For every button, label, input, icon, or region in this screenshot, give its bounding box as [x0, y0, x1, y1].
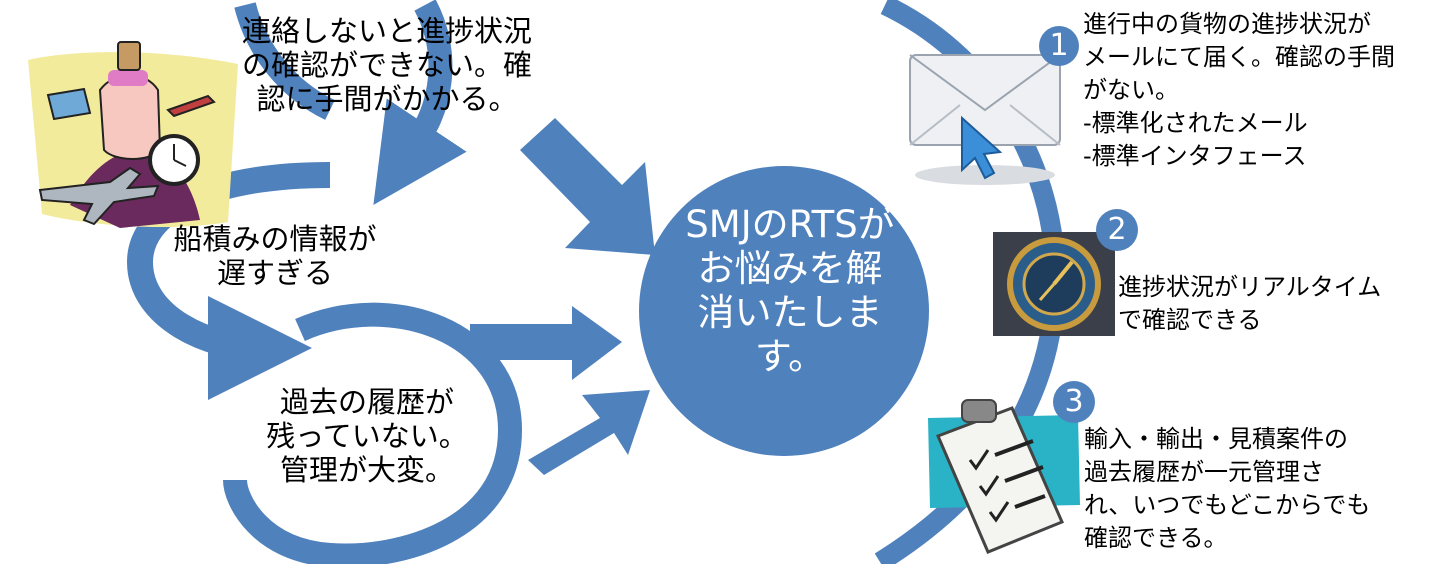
solution-3-line-4: 確認できる。 [1084, 524, 1228, 552]
hub-line-1: SMJのRTSが [685, 203, 895, 246]
solution-3-text: 輸入・輸出・見積案件の 過去履歴が一元管理さ れ、いつでもどこからでも 確認でき… [1084, 423, 1370, 555]
block-arrow-top [520, 118, 655, 255]
hub-line-4: す。 [754, 335, 826, 378]
solution-3-number: 3 [1064, 384, 1084, 419]
cycle-arrow-bottom [223, 302, 523, 564]
hub-line-2: お悩みを解 [697, 247, 883, 290]
solution-1-line-3: がない。 [1083, 76, 1179, 104]
hub-circle [639, 166, 929, 456]
solution-3-line-2: 過去履歴が一元管理さ [1084, 458, 1324, 486]
solution-2-text: 進捗状況がリアルタイム で確認できる [1118, 271, 1381, 337]
solution-1-number: 1 [1049, 28, 1069, 63]
problem-2-line-1: 船積みの情報が [173, 222, 377, 256]
solution-3-line-1: 輸入・輸出・見積案件の [1084, 425, 1348, 453]
mail-icon [909, 54, 1061, 185]
solution-3-line-3: れ、いつでもどこからでも [1084, 491, 1371, 519]
badge-1-circle [1039, 26, 1079, 66]
hub-text: SMJのRTSが お悩みを解 消いたしま す。 [660, 203, 920, 379]
solution-2-number: 2 [1107, 212, 1127, 247]
worried-businessman-icon [28, 41, 238, 228]
solution-2-line-2: で確認できる [1118, 306, 1262, 334]
clipboard-icon [928, 399, 1080, 554]
solution-1-line-1: 進行中の貨物の進捗状況が [1083, 10, 1371, 38]
problem-3-line-2: 残っていない。 [266, 419, 468, 453]
solution-1-line-4: -標準化されたメール [1083, 109, 1308, 137]
block-arrow-middle [470, 306, 622, 380]
badge-2-circle [1096, 209, 1138, 251]
problem-3-text: 過去の履歴が 残っていない。 管理が大変。 [262, 385, 472, 487]
problem-2-line-2: 遅すぎる [216, 256, 333, 290]
problem-1-line-3: 認に手間がかかる。 [256, 82, 518, 116]
problem-1-text: 連絡しないと進捗状況 の確認ができない。確 認に手間がかかる。 [237, 14, 537, 116]
hub-line-3: 消いたしま [697, 291, 883, 334]
problem-1-line-2: の確認ができない。確 [241, 48, 532, 82]
solution-1-line-2: メールにて届く。確認の手間 [1083, 43, 1395, 71]
badge-3-circle [1053, 381, 1095, 423]
problem-2-text: 船積みの情報が 遅すぎる [160, 222, 390, 290]
solution-2-line-1: 進捗状況がリアルタイム [1118, 273, 1382, 301]
problem-3-line-3: 管理が大変。 [279, 453, 454, 487]
problem-1-line-1: 連絡しないと進捗状況 [241, 14, 532, 48]
solution-1-line-5: -標準インタフェース [1083, 142, 1307, 170]
solution-1-text: 進行中の貨物の進捗状況が メールにて届く。確認の手間 がない。 -標準化されたメ… [1083, 8, 1395, 173]
clock-icon [993, 232, 1115, 336]
cycle-arrow-top [373, 0, 467, 205]
cycle-arrow-middle [126, 162, 331, 400]
block-arrow-bottom [528, 390, 650, 475]
problem-3-line-1: 過去の履歴が [279, 385, 454, 419]
